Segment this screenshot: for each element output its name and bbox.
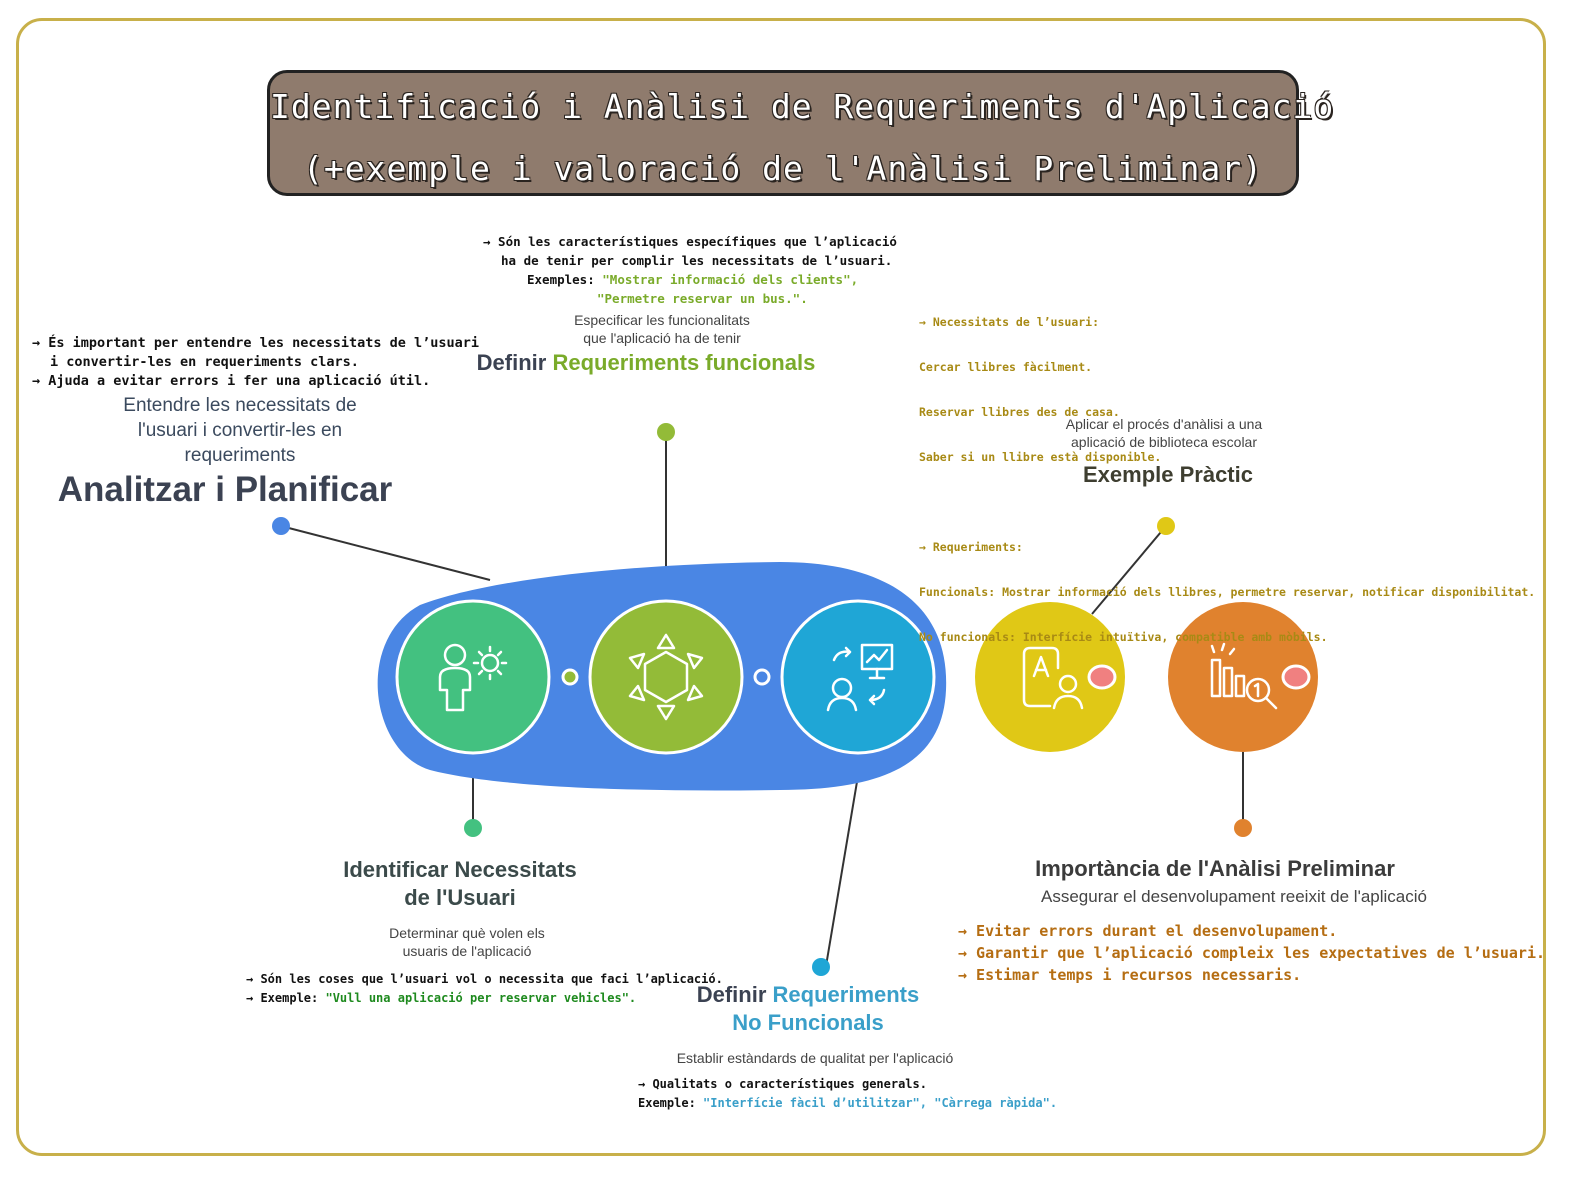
- funcionals-heading-prefix: Definir: [476, 350, 553, 375]
- dot-necessitats: [464, 819, 482, 837]
- importancia-description: Assegurar el desenvolupament reeixit de …: [1041, 887, 1427, 906]
- analitzar-note-3: → Ajuda a evitar errors i fer una aplica…: [32, 373, 431, 389]
- title-box: Identificació i Anàlisi de Requeriments …: [267, 70, 1335, 196]
- practic-note-4: Saber si un llibre està disponible.: [919, 450, 1162, 464]
- pink-marker-importancia: [1281, 664, 1311, 690]
- nofuncionals-note-1: → Qualitats o característiques generals.: [638, 1077, 927, 1091]
- importancia-notes: → Evitar errors durant el desenvolupamen…: [958, 920, 1545, 986]
- title-line-1: Identificació i Anàlisi de Requeriments …: [270, 87, 1335, 126]
- analitzar-note-2: i convertir-les en requeriments clars.: [50, 354, 359, 370]
- importancia-note-3: → Estimar temps i recursos necessaris.: [958, 966, 1302, 984]
- funcionals-description: Especificar les funcionalitats que l'apl…: [512, 311, 812, 347]
- funcionals-example-label: Exemples:: [527, 272, 595, 287]
- funcionals-desc-2: que l'aplicació ha de tenir: [583, 330, 741, 346]
- funcionals-notes: → Són les característiques específiques …: [483, 232, 897, 308]
- practic-note-5: → Requeriments:: [919, 540, 1023, 554]
- network-icon: [628, 633, 704, 721]
- necessitats-heading: Identificar Necessitats de l'Usuari: [310, 856, 610, 912]
- practic-note-1: → Necessitats de l’usuari:: [919, 315, 1100, 329]
- analitzar-note-1: → És important per entendre les necessit…: [32, 335, 480, 351]
- nofuncionals-notes: → Qualitats o característiques generals.…: [638, 1075, 1057, 1113]
- circle-nofuncionals: [780, 599, 936, 755]
- practic-note-3: Reservar llibres des de casa.: [919, 405, 1120, 419]
- necessitats-heading-1: Identificar Necessitats: [343, 857, 577, 882]
- analitzar-desc-1: Entendre les necessitats de: [123, 395, 357, 416]
- nofuncionals-description: Establir estàndards de qualitat per l'ap…: [676, 1050, 954, 1066]
- nofuncionals-example-value: "Interfície fàcil d’utilitzar", "Càrrega…: [703, 1096, 1058, 1110]
- funcionals-note-2: ha de tenir per complir les necessitats …: [501, 253, 893, 268]
- analitzar-notes: → És important per entendre les necessit…: [32, 334, 479, 391]
- nofuncionals-example-label: Exemple:: [638, 1096, 696, 1110]
- analitzar-desc-2: l'usuari i convertir-les en: [137, 420, 343, 441]
- importancia-note-1: → Evitar errors durant el desenvolupamen…: [958, 922, 1338, 940]
- pink-marker-practic: [1087, 664, 1117, 690]
- importancia-heading: Importància de l'Anàlisi Preliminar: [1035, 856, 1395, 881]
- nofuncionals-heading-colored-2: No Funcionals: [732, 1010, 884, 1035]
- document-person-icon: [1022, 646, 1084, 710]
- funcionals-heading: Definir Requeriments funcionals: [440, 350, 852, 376]
- circle-funcionals: [588, 599, 744, 755]
- funcionals-example-2: "Permetre reservar un bus.".: [597, 291, 808, 306]
- chain-dot-2: [753, 668, 771, 686]
- necessitats-example-value: "Vull una aplicació per reservar vehicle…: [325, 991, 637, 1005]
- funcionals-example-1: "Mostrar informació dels clients",: [602, 272, 859, 287]
- funcionals-note-1: → Són les característiques específiques …: [483, 234, 897, 249]
- necessitats-heading-2: de l'Usuari: [404, 885, 516, 910]
- connector-nofuncionals: [825, 751, 863, 967]
- dot-importancia: [1234, 819, 1252, 837]
- person-gear-icon: [438, 643, 508, 712]
- importancia-note-2: → Garantir que l’aplicació compleix les …: [958, 944, 1545, 962]
- necessitats-notes: → Són les coses que l’usuari vol o neces…: [246, 970, 723, 1008]
- title-line-2: (+exemple i valoració de l'Anàlisi Preli…: [303, 149, 1263, 188]
- page-frame: [16, 18, 1546, 1156]
- analitzar-desc-3: requeriments: [184, 445, 296, 466]
- practic-note-spacer: [919, 495, 1535, 510]
- practic-notes: → Necessitats de l’usuari: Cercar llibre…: [919, 285, 1535, 660]
- necessitats-description: Determinar què volen els usuaris de l'ap…: [317, 924, 617, 960]
- chart-search-icon: [1210, 642, 1278, 710]
- necessitats-desc-2: usuaris de l'aplicació: [402, 943, 532, 959]
- funcionals-desc-1: Especificar les funcionalitats: [574, 312, 750, 328]
- nofuncionals-heading: Definir Requeriments No Funcionals: [658, 981, 958, 1037]
- analitzar-description: Entendre les necessitats de l'usuari i c…: [80, 393, 400, 468]
- practic-desc-2: aplicació de biblioteca escolar: [1071, 434, 1257, 450]
- analitzar-heading: Analitzar i Planificar: [57, 470, 393, 509]
- nofuncionals-heading-prefix: Definir: [696, 982, 773, 1007]
- practic-desc-1: Aplicar el procés d'anàlisi a una: [1065, 416, 1263, 432]
- practic-heading: Exemple Pràctic: [1083, 462, 1253, 487]
- circle-practic: [975, 602, 1125, 752]
- chain-dot-1: [561, 668, 579, 686]
- necessitats-note-1: → Són les coses que l’usuari vol o neces…: [246, 972, 723, 986]
- practic-note-6: Funcionals: Mostrar informació dels llib…: [919, 585, 1536, 599]
- nofuncionals-heading-colored-1: Requeriments: [772, 982, 920, 1007]
- dot-funcionals: [657, 423, 675, 441]
- practic-description: Aplicar el procés d'anàlisi a una aplica…: [1014, 415, 1314, 451]
- necessitats-desc-1: Determinar què volen els: [389, 925, 545, 941]
- presentation-exchange-icon: [826, 643, 894, 712]
- dot-analitzar: [272, 517, 290, 535]
- dot-nofuncionals: [812, 958, 830, 976]
- dot-practic: [1157, 517, 1175, 535]
- connector-analitzar: [280, 525, 491, 581]
- connector-practic: [1091, 525, 1167, 615]
- necessitats-example-label: → Exemple:: [246, 991, 319, 1005]
- funcionals-heading-colored: Requeriments funcionals: [552, 350, 816, 375]
- practic-note-7: No funcionals: Interfície intuïtiva, com…: [919, 630, 1328, 644]
- circle-necessitats: [395, 599, 551, 755]
- practic-note-2: Cercar llibres fàcilment.: [919, 360, 1093, 374]
